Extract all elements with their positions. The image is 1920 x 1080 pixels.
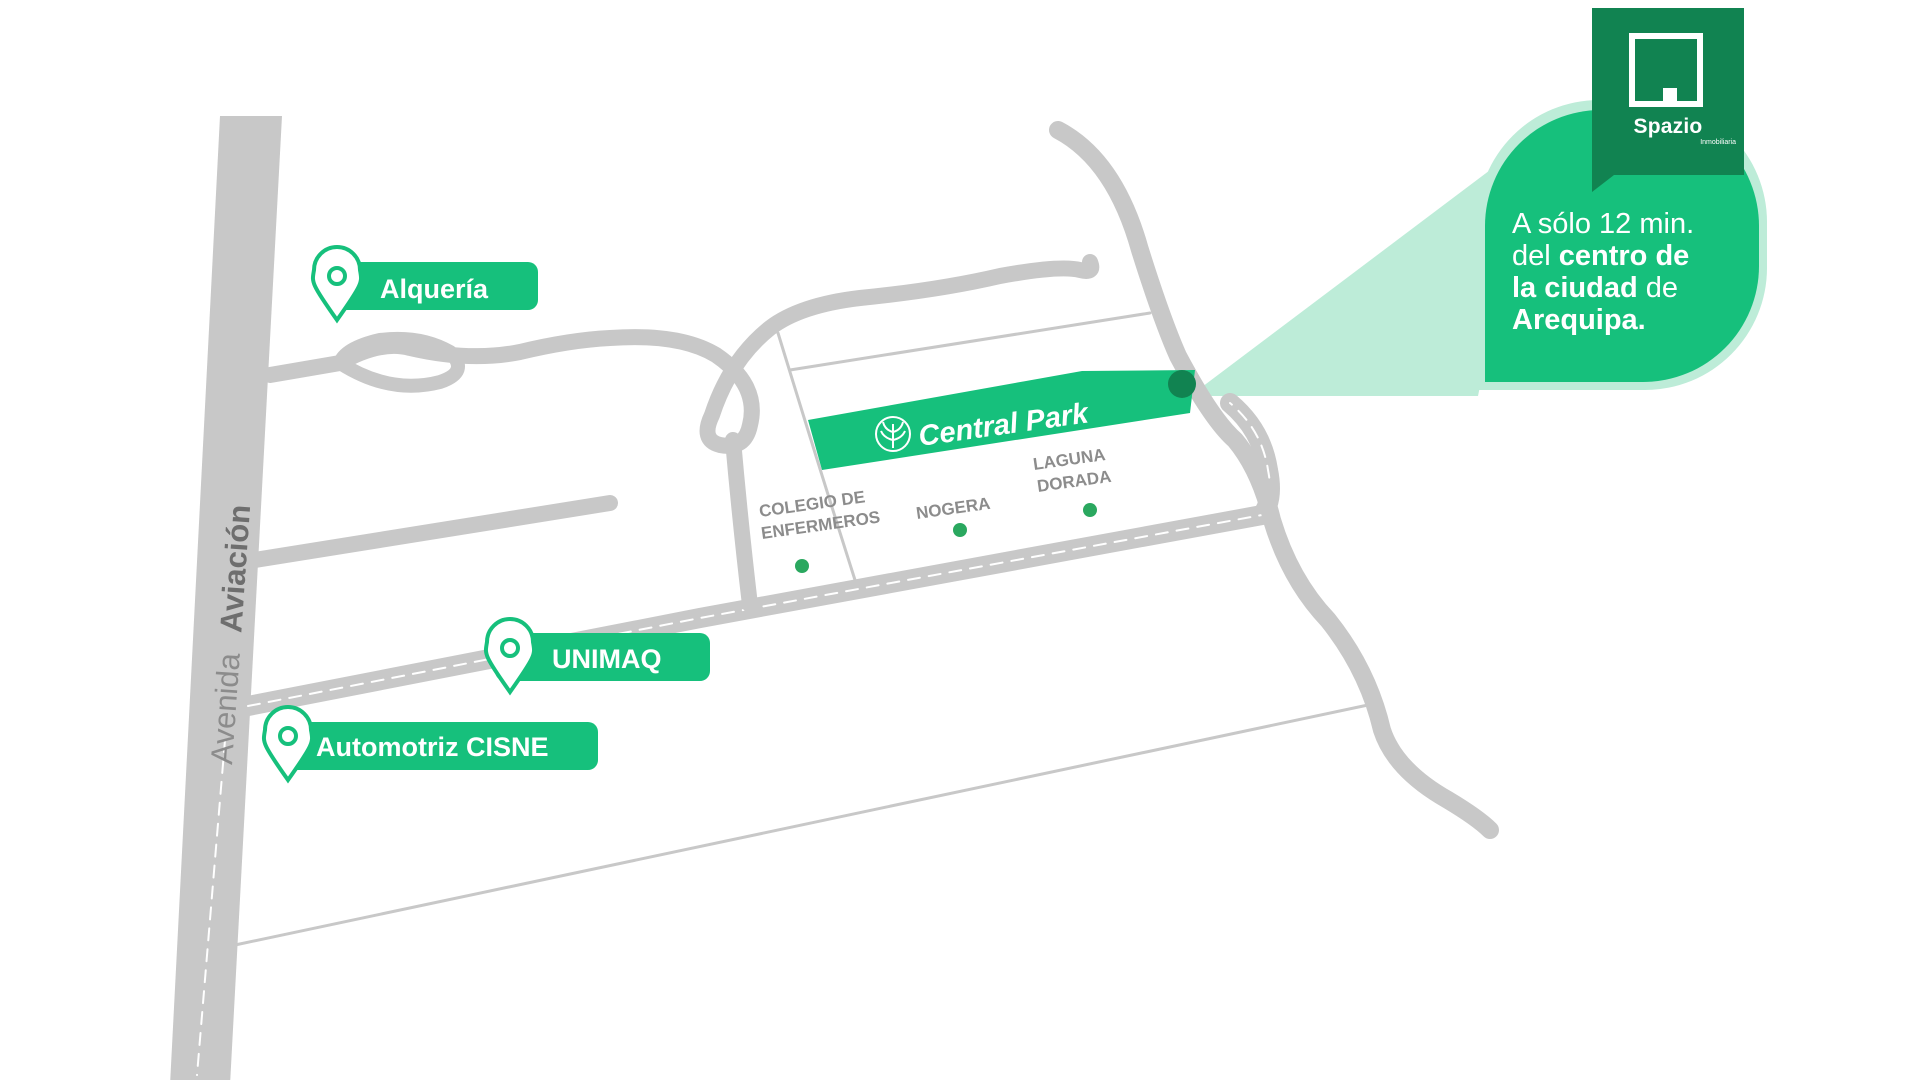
road-network: [170, 116, 1499, 1080]
place-colegio: COLEGIO DE ENFERMEROS: [758, 487, 881, 573]
place-laguna-dorada: LAGUNA DORADA: [1032, 445, 1112, 517]
pin-unimaq[interactable]: UNIMAQ: [483, 617, 710, 696]
place-nogera: NOGERA: [915, 494, 992, 537]
pin-label: UNIMAQ: [552, 644, 662, 674]
loop-road: [333, 331, 465, 393]
callout-line2-bold: centro de: [1558, 240, 1690, 272]
brand-subtitle: Inmobiliaria: [1700, 139, 1736, 146]
callout-line2-pre: del: [1512, 240, 1559, 272]
brand-name: Spazio: [1633, 115, 1703, 138]
pin-hole: [278, 726, 298, 746]
east-curving-road: [1049, 121, 1499, 839]
pin-hole: [500, 638, 520, 658]
place-dot: [1083, 503, 1097, 517]
pin-label: Alquería: [380, 274, 489, 304]
main-road-centerline: [247, 402, 1271, 707]
callout-line3-bold: la ciudad: [1512, 272, 1638, 304]
avenue-prefix: Avenida: [204, 651, 247, 765]
northern-winding-road: [262, 254, 1100, 454]
thin-road-1: [788, 311, 1152, 372]
callout-line2: del centro de: [1512, 240, 1762, 272]
callout-text: A sólo 12 min. del centro de la ciudad d…: [1512, 208, 1762, 336]
pin-label: Automotriz CISNE: [316, 732, 549, 762]
pin-alqueria[interactable]: Alquería: [310, 245, 538, 324]
callout-line3: la ciudad de: [1512, 272, 1762, 304]
callout-line4-bold: Arequipa.: [1512, 304, 1646, 336]
square-frame-icon: [1629, 33, 1703, 107]
callout-beam: [1190, 140, 1530, 396]
callout-line3-post: de: [1637, 272, 1679, 304]
pin-label-bg: [280, 722, 598, 770]
avenue-centerline: [196, 739, 226, 1076]
middle-west-road: [247, 495, 618, 568]
place-dot: [953, 523, 967, 537]
avenue-label: Avenida Aviación: [204, 504, 257, 766]
thin-road-3: [233, 703, 1370, 947]
callout-line1: A sólo 12 min.: [1512, 208, 1695, 240]
project-location-dot[interactable]: [1168, 370, 1196, 398]
callout-line4: Arequipa.: [1512, 304, 1762, 336]
main-diagonal-road: [238, 393, 1280, 716]
pin-label-bg: [332, 262, 538, 310]
place-label-line1: NOGERA: [915, 494, 992, 523]
thin-road-2: [776, 331, 857, 582]
place-dot: [795, 559, 809, 573]
avenida-aviacion-road: [170, 116, 282, 1080]
leaf-icon: [875, 416, 911, 452]
callout-bubble: [1485, 110, 1759, 382]
pin-label-bg: [495, 633, 710, 681]
pin-automotriz-cisne[interactable]: Automotriz CISNE: [261, 705, 598, 784]
connector-road: [725, 432, 758, 613]
pin-hole: [327, 266, 347, 286]
